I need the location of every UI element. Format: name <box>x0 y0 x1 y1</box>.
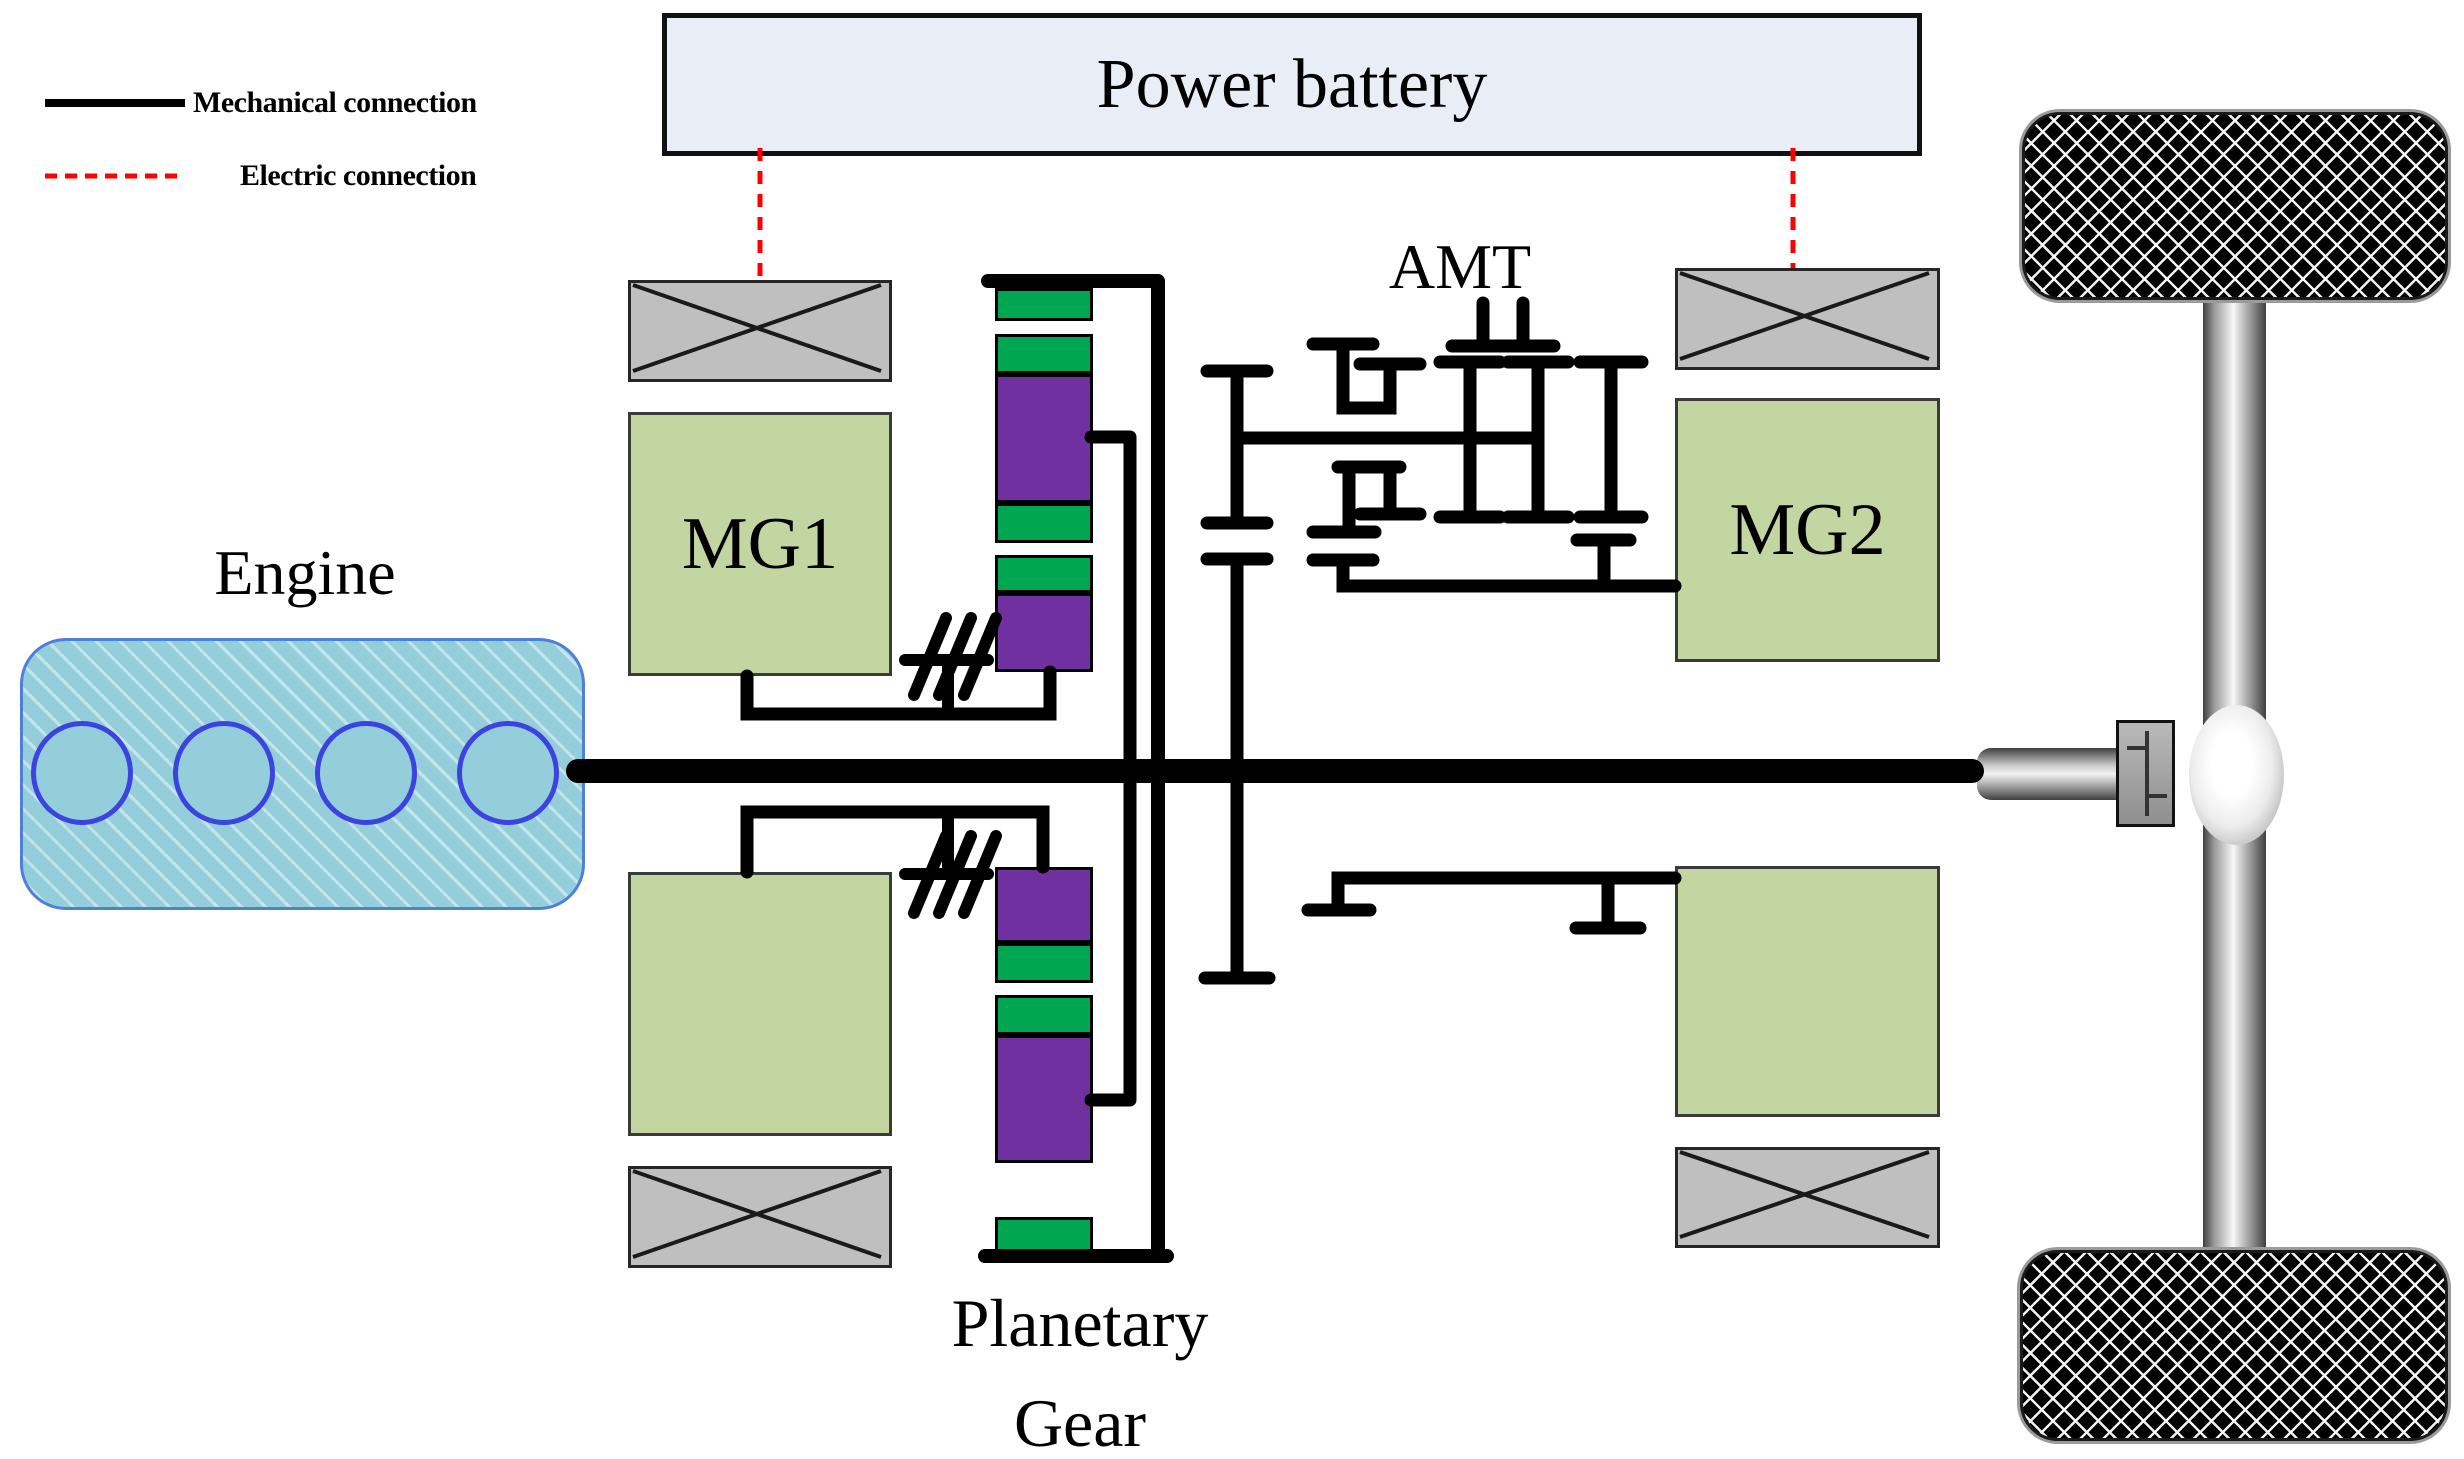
damper-symbol-upper <box>899 612 1002 720</box>
differential-sphere <box>2189 705 2284 845</box>
mg1-lower-box <box>628 872 892 1136</box>
planetary-ring-segment-top <box>995 288 1093 321</box>
planetary-carrier-segment-lower <box>995 867 1093 943</box>
crossed-box-icon <box>1679 271 1930 361</box>
final-drive-joint <box>2116 720 2175 827</box>
joint-detail-icon <box>2127 731 2167 816</box>
mg1-label: MG1 <box>681 502 839 585</box>
wheel-bottom <box>2020 1250 2448 1441</box>
legend-mechanical-label: Mechanical connection <box>193 86 477 119</box>
engine-cylinder-icon <box>31 721 133 825</box>
damper-symbol-lower <box>899 806 1002 919</box>
engine-label: Engine <box>214 537 396 608</box>
planetary-gear-segment <box>995 555 1093 593</box>
mg2-lower-box <box>1675 866 1940 1117</box>
planetary-gear-label-line2: Gear <box>1013 1385 1147 1459</box>
planetary-carrier-segment <box>995 593 1093 672</box>
inverter-box-mg1-bottom <box>628 1166 892 1268</box>
wheel-top <box>2022 112 2448 300</box>
planetary-gear-segment <box>995 995 1093 1035</box>
driveshaft-tube <box>1977 748 2119 800</box>
planetary-gear-segment <box>995 943 1093 983</box>
planetary-sun-segment <box>995 374 1093 503</box>
mg2-box: MG2 <box>1675 398 1940 662</box>
engine-cylinder-icon <box>457 721 559 825</box>
engine-box <box>20 638 585 910</box>
planetary-gear-segment <box>995 334 1093 374</box>
engine-cylinder-icon <box>315 721 417 825</box>
planetary-ring-segment-bottom <box>995 1217 1093 1260</box>
amt-gear-train <box>1198 296 1682 985</box>
planetary-sun-segment-lower <box>995 1035 1093 1163</box>
engine-cylinder-icon <box>173 721 275 825</box>
power-battery-box: Power battery <box>662 13 1922 156</box>
crossed-box-icon <box>632 1169 882 1259</box>
power-battery-label: Power battery <box>1096 45 1488 123</box>
crossed-box-icon <box>632 283 882 373</box>
inverter-box-mg2-bottom <box>1675 1147 1940 1248</box>
mg1-box: MG1 <box>628 412 892 676</box>
inverter-box-mg2-top <box>1675 268 1940 370</box>
legend-electric-label: Electric connection <box>240 159 477 192</box>
planetary-gear-label-line1: Planetary <box>951 1285 1209 1361</box>
crossed-box-icon <box>1679 1150 1930 1239</box>
inverter-box-mg1-top <box>628 280 892 382</box>
amt-label: AMT <box>1388 231 1532 302</box>
mg2-label: MG2 <box>1729 488 1886 571</box>
planetary-gear-segment <box>995 503 1093 543</box>
